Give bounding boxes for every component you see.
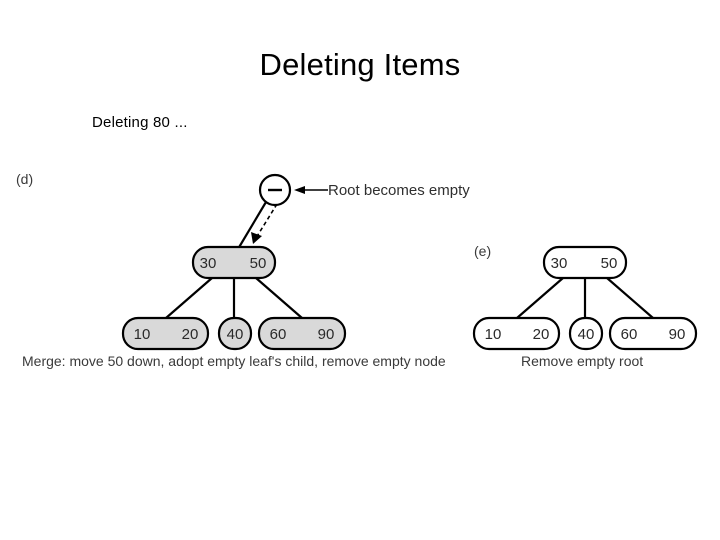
edge-d-root-to-internal — [237, 201, 267, 250]
node-d-leaf-2 — [217, 316, 253, 351]
edge-d-internal-to-leaf1 — [165, 277, 213, 319]
node-d-leaf-2-key-0: 40 — [227, 326, 244, 343]
node-e-root — [542, 245, 628, 280]
node-d-leaf-1 — [121, 316, 210, 351]
node-e-leaf-1-key-1: 20 — [533, 326, 550, 343]
node-e-leaf-2 — [568, 316, 604, 351]
node-e-leaf-1-key-0: 10 — [485, 326, 502, 343]
page-title: Deleting Items — [259, 47, 461, 82]
node-e-root-key-0: 30 — [551, 255, 568, 272]
subtitle-text: Deleting 80 ... — [92, 114, 188, 131]
node-d-leaf-1-key-0: 10 — [134, 326, 151, 343]
annotation-arrow-head — [294, 186, 305, 194]
node-d-internal-key-1: 50 — [250, 255, 267, 272]
empty-root-node-d — [258, 173, 292, 207]
node-d-leaf-1-key-1: 20 — [182, 326, 199, 343]
panel-label-e: (e) — [474, 243, 492, 259]
edge-e-root-to-leaf3 — [606, 277, 654, 319]
node-e-leaf-3-key-1: 90 — [669, 326, 686, 343]
node-e-root-key-1: 50 — [601, 255, 618, 272]
node-d-leaf-3 — [257, 316, 347, 351]
edge-d-internal-to-leaf3 — [255, 277, 303, 319]
node-d-leaf-3-key-1: 90 — [318, 326, 335, 343]
node-d-leaf-3-key-0: 60 — [270, 326, 287, 343]
dashed-move-arrow-head — [251, 232, 262, 244]
node-e-leaf-3 — [608, 316, 698, 351]
caption-panel-d: Merge: move 50 down, adopt empty leaf's … — [22, 353, 446, 369]
caption-panel-e: Remove empty root — [521, 353, 644, 369]
panel-label-d: (d) — [16, 171, 34, 187]
node-e-leaf-3-key-0: 60 — [621, 326, 638, 343]
edge-e-root-to-leaf1 — [516, 277, 564, 319]
node-e-leaf-1 — [472, 316, 561, 351]
dashed-move-arrow-line — [255, 203, 278, 239]
root-becomes-empty-annotation: Root becomes empty — [328, 182, 470, 199]
node-d-internal-key-0: 30 — [200, 255, 217, 272]
node-d-internal — [191, 245, 277, 280]
node-e-leaf-2-key-0: 40 — [578, 326, 595, 343]
